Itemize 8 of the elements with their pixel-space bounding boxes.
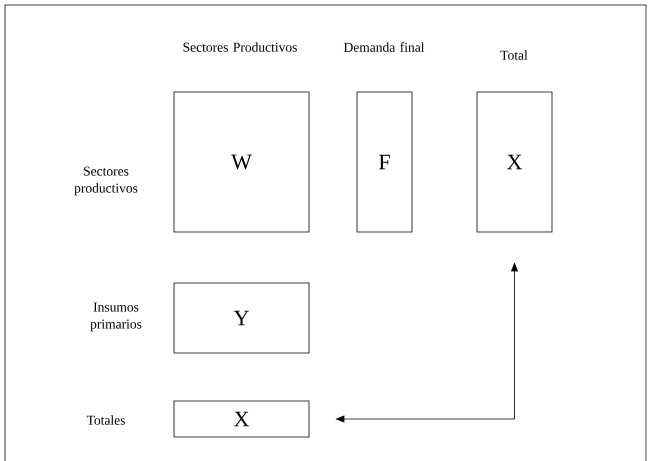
header-label: Totales <box>86 415 125 425</box>
matrix-box: W <box>174 92 310 232</box>
matrix-box: X <box>476 92 552 232</box>
matrix-box: Y <box>174 282 310 354</box>
matrix-box: X <box>174 400 310 438</box>
header-label: Demanda final <box>344 42 424 52</box>
header-label: Sectores Productivos <box>184 42 297 52</box>
matrix-box: F <box>356 92 412 232</box>
